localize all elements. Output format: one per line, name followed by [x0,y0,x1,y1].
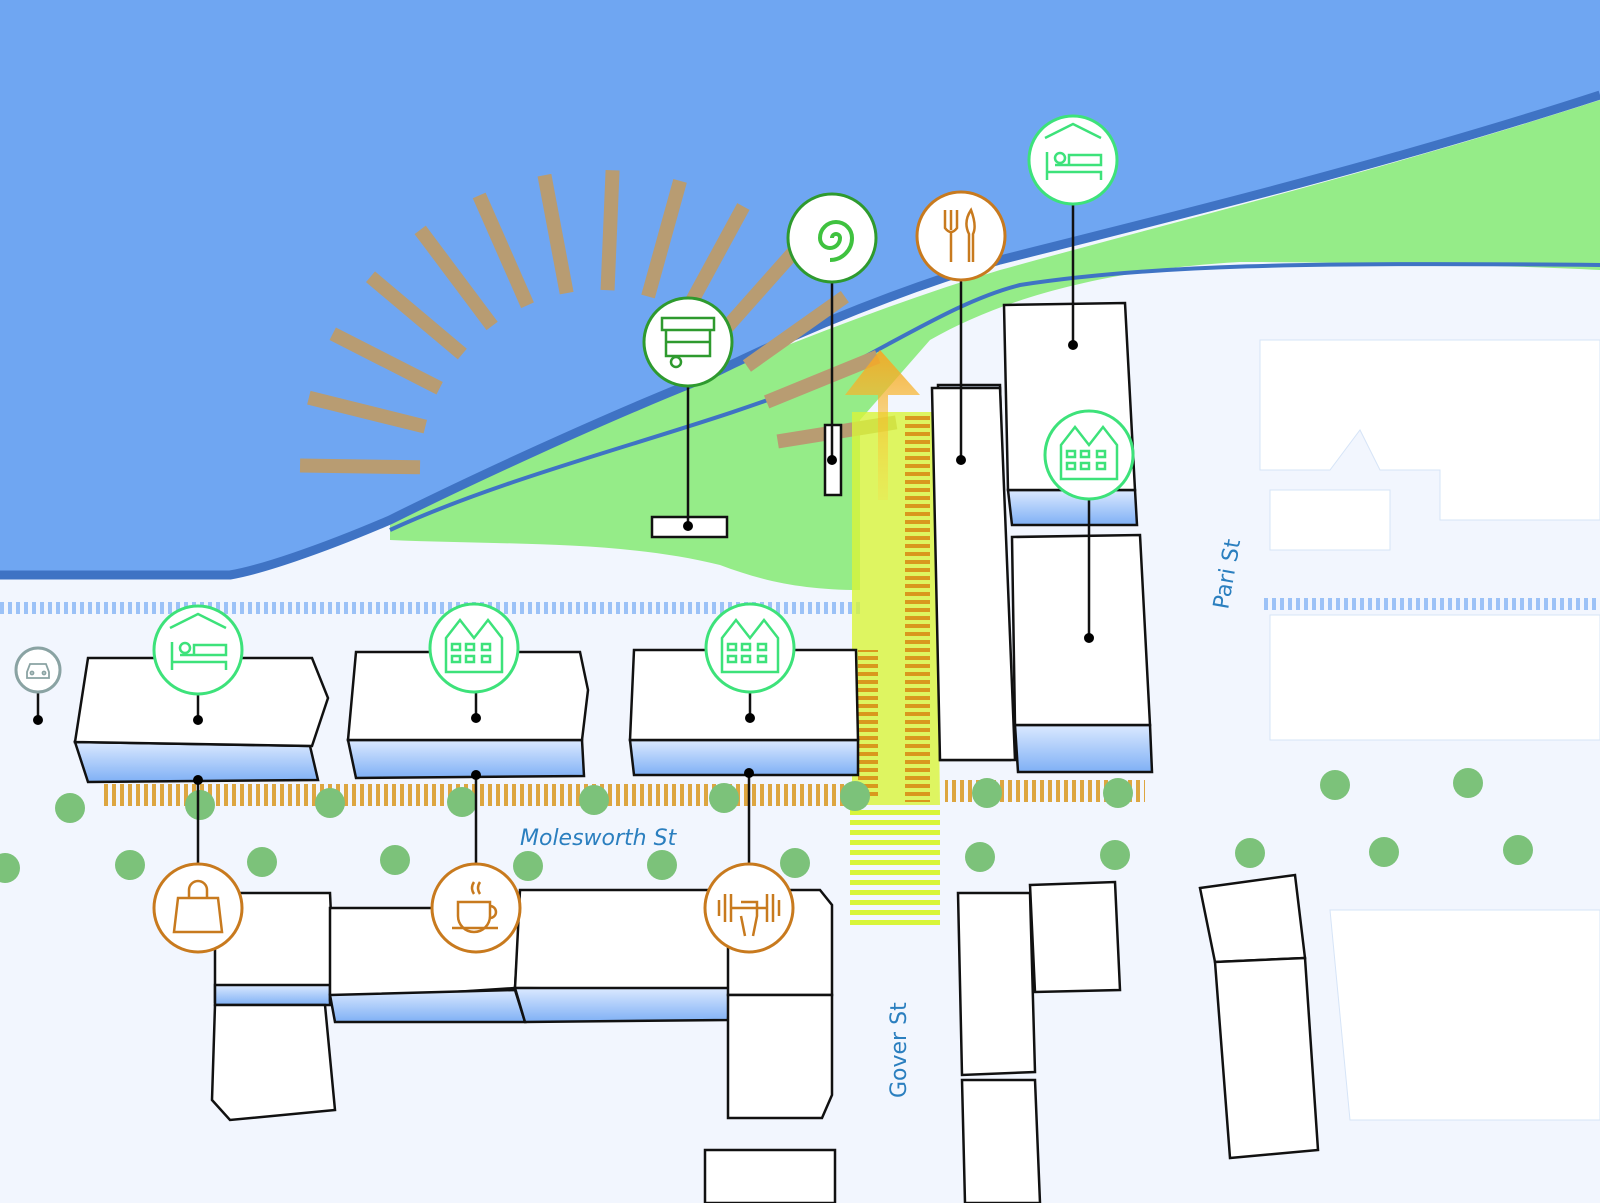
park-path [389,262,1600,532]
hotel-bed-icon [1044,122,1103,180]
street-label-molesworth: Molesworth St [520,826,678,851]
paving-stripes [858,650,878,800]
shopping-bag-icon [172,879,224,934]
tree [0,853,20,883]
tree [380,845,410,875]
harbour-water [0,0,1600,575]
apartments-icon [720,617,780,674]
tree [1503,835,1533,865]
tree [1103,778,1133,808]
context-buildings [1259,339,1600,1121]
marker-cafe[interactable] [430,862,522,954]
street-label-gover: Gover St [887,1002,912,1098]
buildings [73,301,1320,1203]
tree [447,787,477,817]
waterfront-park [390,100,1600,590]
apartments-icon [444,617,504,674]
marker-accommodation[interactable] [152,604,244,696]
rail-track [1260,598,1600,610]
tree [55,793,85,823]
tree [1320,770,1350,800]
apartments-icon [1059,424,1119,481]
tree [513,851,543,881]
tree [1369,837,1399,867]
sun-ray [641,179,687,299]
direction-arrow [845,350,920,500]
marker-retail[interactable] [152,862,244,954]
marker-parking[interactable] [14,646,62,694]
sun-ray [366,271,467,360]
tree [1100,840,1130,870]
gym-dumbbell-icon [717,894,781,937]
marker-market[interactable] [642,296,734,388]
coffee-cup-icon [452,881,498,934]
marker-dining[interactable] [915,190,1007,282]
tree [579,785,609,815]
tree [647,850,677,880]
marker-fitness[interactable] [703,862,795,954]
sun-ray [472,192,534,309]
sun-ray [763,350,881,409]
tree [780,848,810,878]
marker-accommodation[interactable] [1027,114,1119,206]
tree [965,842,995,872]
sun-ray [307,390,427,434]
street-trees [0,768,1533,883]
sun-ray [299,458,421,475]
food-cart-icon [660,316,716,369]
sun-rays-arc [299,169,898,475]
tree [840,781,870,811]
marker-cultural[interactable] [786,192,878,284]
marker-residential[interactable] [428,602,520,694]
tree [972,778,1002,808]
spiral-koru-icon [817,220,855,262]
pedestrian-crossing [850,810,940,925]
car-icon [26,663,50,679]
fork-knife-icon [943,207,976,262]
sun-ray [329,327,443,395]
paving-stripes [905,412,930,802]
sun-ray [714,241,805,341]
tree [315,788,345,818]
sun-ray [600,169,620,291]
tree [1235,838,1265,868]
sun-ray [414,225,498,331]
sun-ray [742,290,849,372]
tree [709,783,739,813]
sun-ray [679,203,750,316]
tree [1453,768,1483,798]
marker-residential[interactable] [1043,409,1135,501]
hotel-bed-icon [169,612,228,670]
marker-residential[interactable] [704,602,796,694]
sun-ray [537,173,574,295]
tree [247,847,277,877]
tree [115,850,145,880]
tree [185,790,215,820]
marker-pins [33,205,1094,865]
